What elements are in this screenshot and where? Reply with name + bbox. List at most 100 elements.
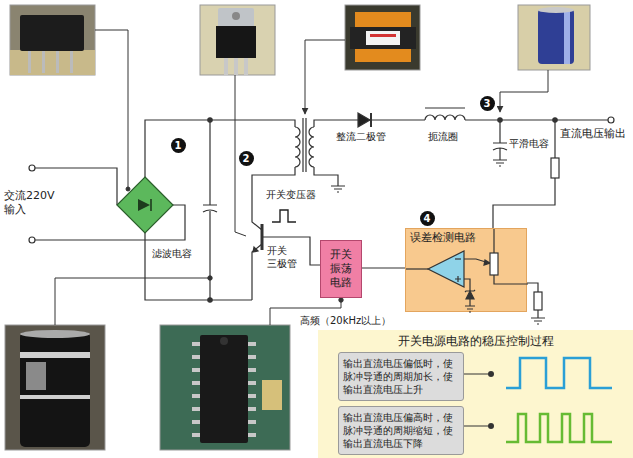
photo-frame	[160, 325, 290, 450]
control-panel: 开关电源电路的稳压控制过程输出直流电压偏低时，使脉冲导通的周期加长，使输出直流电…	[318, 330, 633, 458]
component-lead	[244, 58, 248, 75]
op-amp-output	[406, 268, 428, 269]
potentiometer-symbol	[490, 253, 498, 275]
filter-capacitor-photo	[5, 325, 105, 450]
photo-frame	[200, 5, 275, 75]
circuit-wires	[29, 108, 614, 324]
sticker	[366, 31, 400, 45]
emitter-wire	[252, 244, 262, 300]
oscillator-box: 开关 振荡 电路	[320, 240, 362, 298]
resistor-symbol	[551, 158, 559, 178]
leader-dot	[488, 423, 494, 429]
capacitor-body	[538, 9, 574, 64]
component-label: 整流二极管	[336, 130, 386, 143]
ic-pin	[248, 355, 256, 359]
ic-pin	[192, 420, 200, 424]
ic-pin	[248, 433, 256, 437]
ferrite-core	[350, 27, 416, 49]
leader-dot	[488, 371, 494, 377]
component-label: 平滑电容	[509, 137, 549, 150]
junction-dot	[208, 118, 212, 122]
component-lead	[234, 58, 238, 75]
junction-dot	[553, 118, 557, 122]
note-box: 输出直流电压偏高时，使脉冲导通的周期缩短，使输出直流电压下降	[338, 406, 464, 455]
pulse-symbol	[272, 210, 296, 222]
photo-frame	[345, 5, 420, 70]
box-text: 开关 振荡 电路	[325, 248, 357, 291]
box-text: 输出直流电压偏高时，使脉冲导通的周期缩短，使输出直流电压下降	[343, 411, 459, 450]
capacitor-stripe	[564, 9, 570, 64]
leader-line	[95, 30, 128, 188]
junction-dot	[498, 118, 502, 122]
ic-notch	[220, 337, 228, 345]
component-label: 开关 三极管	[267, 244, 301, 270]
region-heading: 误差检测电路	[406, 229, 526, 247]
emitter-arrow	[253, 247, 258, 252]
secondary-coil	[309, 127, 314, 167]
capacitor-top	[20, 330, 90, 338]
component-lead	[42, 51, 45, 73]
component-lead	[224, 58, 228, 75]
signal-wire	[362, 267, 405, 268]
component-label: 滤波电容	[152, 247, 192, 260]
photo-board	[10, 50, 95, 75]
photo-frame	[5, 325, 105, 450]
callout-number: 2	[239, 151, 254, 166]
capacitor-body	[20, 332, 90, 447]
photo-frame	[518, 5, 590, 70]
ground-wire	[527, 283, 545, 324]
ic-body	[200, 335, 248, 443]
output-terminal	[608, 117, 614, 123]
box-text: 输出直流电压偏低时，使脉冲导通的周期加长，使输出直流电压上升	[343, 357, 459, 396]
ic-pins	[192, 342, 256, 437]
filter-capacitor-symbol	[203, 120, 217, 300]
transistor-body	[216, 26, 256, 58]
diode-symbol	[358, 113, 370, 127]
smoothing-capacitor-symbol	[493, 120, 507, 166]
component-label: 扼流圈	[428, 130, 458, 143]
minus-sign	[455, 258, 461, 259]
ic-pin	[248, 368, 256, 372]
leader-lines	[55, 30, 548, 325]
sleeve-band	[20, 352, 90, 358]
potentiometer-wire	[494, 229, 528, 284]
narrow-pulse-waveform	[506, 414, 612, 442]
wide-pulse-waveform	[506, 358, 612, 388]
diode-symbol	[138, 199, 150, 211]
resistor-symbol	[534, 292, 542, 310]
bridge-rectifier-symbol	[117, 177, 173, 233]
ic-pin	[192, 381, 200, 385]
rectifier-body	[20, 15, 84, 51]
ic-pin	[192, 368, 200, 372]
leader-line	[305, 40, 345, 114]
diode-bar	[370, 113, 372, 127]
op-amp-symbol	[428, 251, 464, 287]
callout-number: 1	[171, 138, 186, 153]
ic-pin	[248, 342, 256, 346]
leader-dot	[339, 298, 343, 302]
input-terminal	[29, 237, 35, 243]
ic-pin	[248, 407, 256, 411]
ic-pin	[248, 394, 256, 398]
ic-pin	[192, 433, 200, 437]
transformer-photo	[345, 5, 420, 70]
output-label: 直流电压输出	[560, 127, 626, 141]
leader-dot	[208, 276, 212, 280]
zener-symbol	[466, 291, 474, 299]
ground-symbol	[314, 167, 345, 192]
choke-symbol	[425, 108, 465, 120]
zener-wire	[464, 279, 470, 291]
sticker-band	[370, 34, 396, 37]
component-label: 开关变压器	[266, 188, 316, 201]
input-label: 交流220V 输入	[4, 189, 62, 218]
component-lead	[70, 51, 73, 73]
sleeve-band	[20, 395, 90, 399]
sleeve-mark	[26, 362, 46, 390]
callout-number: 3	[480, 96, 495, 111]
feedback-wire	[493, 120, 555, 228]
panel-title: 开关电源电路的稳压控制过程	[318, 330, 633, 350]
transistor-photo	[200, 5, 275, 75]
ground-symbol	[465, 299, 475, 312]
